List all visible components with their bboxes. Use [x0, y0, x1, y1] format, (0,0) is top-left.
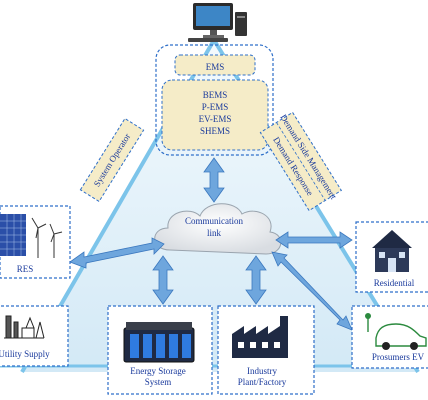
- res-label: RES: [17, 264, 34, 274]
- cloud-industry-arrow: [245, 255, 267, 305]
- energy-storage-label-line2: System: [145, 377, 172, 387]
- communication-label-line2: link: [207, 228, 222, 238]
- industry-label-line2: Plant/Factory: [238, 377, 287, 387]
- utility-supply-label: Utility Supply: [0, 349, 50, 359]
- residential-label: Residential: [374, 278, 415, 288]
- ems-title: EMS: [206, 62, 225, 72]
- ems-title-box: [174, 54, 256, 76]
- battery-icon: [123, 322, 195, 363]
- ems-module-bems: BEMS: [203, 90, 228, 100]
- ems-cloud-arrow: [203, 157, 225, 203]
- ems-module-evems: EV-EMS: [199, 114, 232, 124]
- ems-container: [155, 44, 274, 156]
- wind-turbine-icon: [31, 217, 63, 258]
- cloud-res-arrow: [69, 237, 165, 269]
- ems-modules-box: [161, 79, 269, 151]
- industry-label-line1: Industry: [247, 366, 277, 376]
- ems-module-pems: P-EMS: [202, 102, 229, 112]
- computer-icon: [188, 3, 247, 42]
- solar-panel-icon: [0, 214, 26, 256]
- prosumers-ev-label: Prosumers EV: [372, 352, 425, 362]
- house-icon: [372, 230, 412, 272]
- communication-label-line1: Communication: [185, 216, 243, 226]
- power-plant-icon: [4, 315, 45, 339]
- cloud-icon: [154, 203, 282, 255]
- cloud-storage-arrow: [152, 255, 174, 305]
- ems-module-shems: SHEMS: [200, 126, 230, 136]
- cloud-residential-arrow: [275, 231, 353, 249]
- factory-icon: [232, 316, 288, 358]
- energy-storage-label-line1: Energy Storage: [130, 366, 186, 376]
- ev-car-icon: [365, 313, 427, 350]
